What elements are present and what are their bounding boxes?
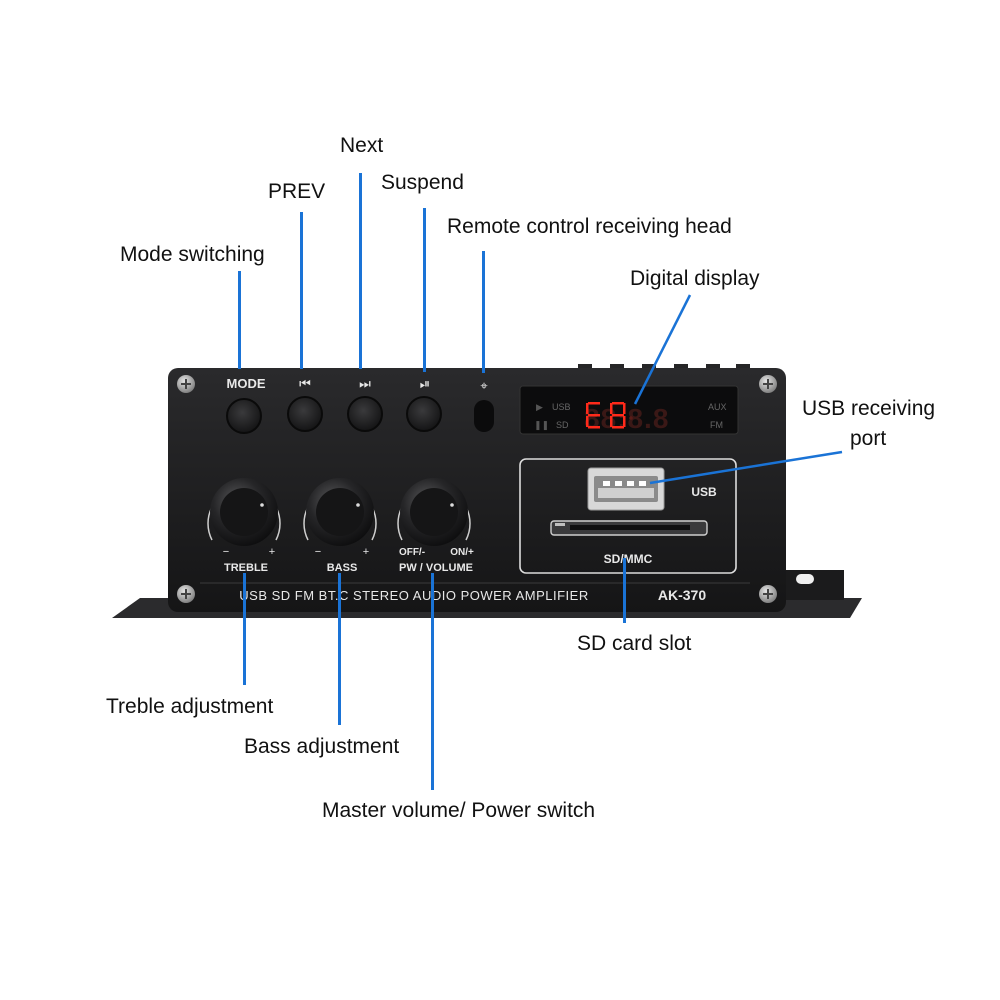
ir-receiver [474, 400, 494, 432]
master-callout-line [431, 573, 434, 790]
next-callout-line [359, 173, 362, 369]
treble-knob [207, 478, 281, 546]
display-fm-indicator: FM [710, 420, 723, 430]
bass-minus: − [315, 546, 321, 558]
remote-receiver-icon: ⌖ [480, 378, 488, 393]
usb-callout-line2: port [850, 427, 887, 450]
next-button [347, 396, 383, 432]
suspend-callout-line [423, 208, 426, 372]
mode-callout: Mode switching [120, 243, 265, 266]
volume-on-label: ON/+ [450, 547, 474, 558]
volume-off-label: OFF/- [399, 547, 425, 558]
display-callout: Digital display [630, 267, 760, 290]
usb-port-label: USB [691, 485, 717, 499]
treble-plus: + [269, 546, 275, 558]
play-pause-icon: ⏯ [420, 376, 430, 391]
remote-callout: Remote control receiving head [447, 215, 732, 238]
display-sd-indicator: SD [556, 420, 569, 430]
treble-label: TREBLE [224, 562, 268, 574]
push-buttons [226, 396, 442, 434]
bass-knob [303, 478, 377, 546]
remote-callout-line [482, 251, 485, 373]
display-red-segments [586, 402, 633, 429]
product-tagline: USB SD FM BT.C STEREO AUDIO POWER AMPLIF… [239, 588, 588, 603]
master-callout: Master volume/ Power switch [322, 799, 596, 822]
next-icon: ⏭ [359, 376, 371, 391]
display-aux-indicator: AUX [708, 402, 727, 412]
model-number: AK-370 [658, 587, 706, 603]
bass-callout: Bass adjustment [244, 735, 400, 758]
usb-port [587, 467, 665, 511]
volume-knob [397, 478, 471, 546]
volume-label: PW / VOLUME [399, 562, 473, 574]
bracket-slot [796, 574, 814, 584]
usb-callout-line1: USB receiving [802, 397, 936, 420]
mode-button-label: MODE [227, 376, 266, 391]
treble-callout: Treble adjustment [106, 695, 274, 718]
bass-plus: + [363, 546, 369, 558]
prev-callout: PREV [268, 180, 326, 203]
right-mounting-bracket [782, 570, 844, 600]
display-usb-indicator: USB [552, 402, 571, 412]
sd-slot [550, 520, 708, 536]
prev-icon: ⏮ [299, 376, 311, 391]
screws [177, 375, 777, 603]
media-module-frame [519, 458, 737, 574]
display-digits: 88:8.8 [584, 403, 669, 434]
next-callout: Next [340, 134, 384, 157]
prev-callout-line [300, 212, 303, 369]
suspend-callout: Suspend [381, 171, 464, 194]
suspend-button [406, 396, 442, 432]
svg-text:❚❚: ❚❚ [534, 420, 549, 431]
svg-text:▶: ▶ [536, 402, 543, 412]
bass-callout-line [338, 573, 341, 725]
sd-callout: SD card slot [577, 632, 692, 655]
mode-button [226, 398, 262, 434]
treble-minus: − [223, 546, 229, 558]
bass-label: BASS [327, 562, 358, 574]
sd-slot-label: SD/MMC [604, 552, 653, 566]
treble-callout-line [243, 573, 246, 685]
sd-callout-line [623, 558, 626, 623]
prev-button [287, 396, 323, 432]
mode-callout-line [238, 271, 241, 369]
